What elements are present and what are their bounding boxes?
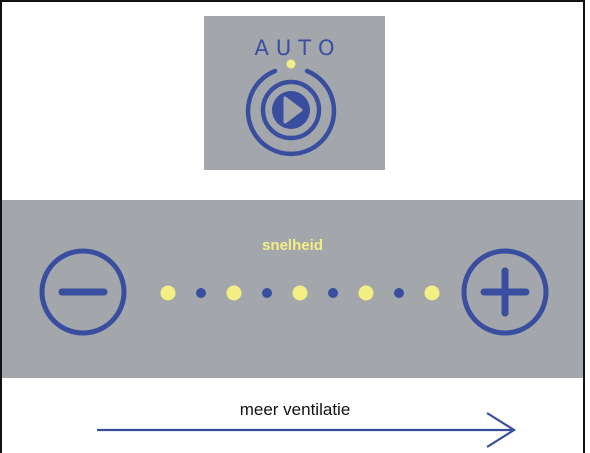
plus-button-ring <box>461 248 549 336</box>
auto-outer-ring <box>245 68 337 157</box>
speed-level-dot-lit <box>160 285 176 301</box>
speed-level-dot-lit <box>424 285 440 301</box>
minus-button[interactable] <box>39 248 127 336</box>
minus-button-ring <box>39 248 127 336</box>
speed-level-dot-unlit <box>328 288 338 298</box>
speed-level-dots <box>160 285 440 301</box>
auto-label: AUTO <box>254 36 342 60</box>
speed-panel: snelheid <box>2 200 583 378</box>
speed-level-dot-unlit <box>394 288 404 298</box>
auto-panel: AUTO <box>204 16 385 170</box>
play-icon <box>283 96 303 124</box>
speed-controls <box>39 248 549 336</box>
speed-level-dot-lit <box>226 285 242 301</box>
plus-button[interactable] <box>461 248 549 336</box>
arrow-head <box>486 412 517 448</box>
auto-button[interactable] <box>204 16 385 170</box>
speed-label: snelheid <box>262 237 323 254</box>
auto-inner-ring <box>260 79 322 141</box>
speed-level-dot-lit <box>292 285 308 301</box>
speed-level-dot-lit <box>358 285 374 301</box>
ventilation-caption: meer ventilatie <box>239 400 351 419</box>
plus-icon <box>480 267 530 317</box>
speed-level-dot-unlit <box>196 288 206 298</box>
speed-level-dot-unlit <box>262 288 272 298</box>
auto-indicator-led <box>286 59 296 69</box>
